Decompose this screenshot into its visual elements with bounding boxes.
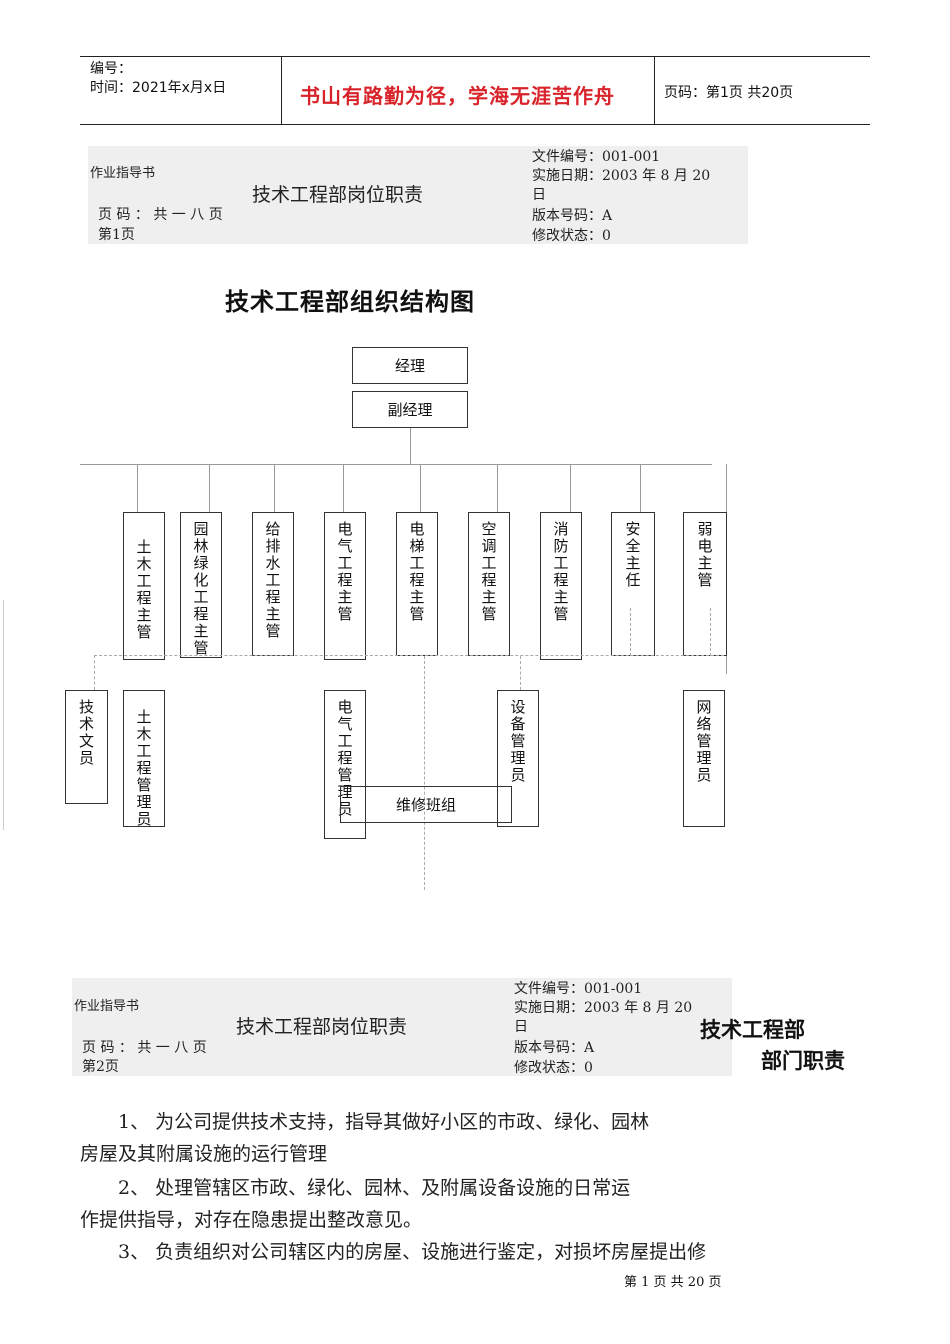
header-number: 编号： bbox=[90, 61, 132, 77]
staff-label: 土木工程管理员 bbox=[136, 708, 152, 828]
manager-box: 经理 bbox=[352, 347, 468, 384]
dept-label: 园林绿化工程主管 bbox=[193, 520, 209, 657]
dept-label: 空调工程主管 bbox=[481, 520, 497, 623]
staff-box: 技术文员 bbox=[65, 690, 108, 804]
connector bbox=[640, 464, 641, 512]
revision: 修改状态：0 bbox=[514, 1060, 593, 1076]
duty-line: 3、 负责组织对公司辖区内的房屋、设施进行鉴定，对损坏房屋提出修 bbox=[118, 1241, 707, 1263]
version: 版本号码：A bbox=[532, 208, 613, 224]
dashed-connector bbox=[520, 656, 521, 690]
dashed-connector bbox=[710, 608, 711, 656]
staff-box: 网络管理员 bbox=[683, 690, 725, 827]
header-page: 页码：第1页 共20页 bbox=[664, 85, 794, 101]
connector bbox=[497, 464, 498, 512]
dept-box: 空调工程主管 bbox=[468, 512, 510, 656]
dept-box: 园林绿化工程主管 bbox=[180, 512, 222, 658]
staff-label: 网络管理员 bbox=[696, 698, 712, 784]
dashed-connector bbox=[424, 656, 425, 890]
dept-box: 安全主任 bbox=[611, 512, 655, 656]
header-top-rule bbox=[80, 56, 870, 57]
staff-box: 设备管理员 bbox=[497, 690, 539, 827]
effective-date-cont: 日 bbox=[532, 187, 546, 203]
staff-label: 技术文员 bbox=[78, 698, 94, 767]
effective-date: 实施日期：2003 年 8 月 20 bbox=[532, 168, 711, 184]
page-no: 第1页 bbox=[98, 227, 135, 243]
dashed-connector bbox=[94, 655, 724, 656]
effective-date-cont: 日 bbox=[514, 1019, 528, 1035]
page-count: 页 码 ： 共 一 八 页 bbox=[82, 1040, 207, 1056]
staff-label: 设备管理员 bbox=[510, 698, 526, 784]
connector bbox=[420, 464, 421, 512]
duty-line: 2、 处理管辖区市政、绿化、园林、及附属设备设施的日常运 bbox=[118, 1177, 631, 1199]
doc-title: 技术工程部岗位职责 bbox=[252, 184, 424, 206]
dept-box: 消防工程主管 bbox=[540, 512, 582, 660]
doc-title: 技术工程部岗位职责 bbox=[236, 1016, 408, 1038]
manual-label: 作业指导书 bbox=[90, 166, 156, 181]
doc-header-block bbox=[88, 146, 748, 244]
header-divider bbox=[281, 56, 282, 124]
header-motto: 书山有路勤为径，学海无涯苦作舟 bbox=[300, 84, 615, 108]
dept-box: 弱电主管 bbox=[683, 512, 727, 656]
staff-box: 土木工程管理员 bbox=[123, 690, 165, 828]
dept-box: 电气工程主管 bbox=[324, 512, 366, 660]
deputy-box: 副经理 bbox=[352, 391, 468, 428]
section-heading: 部门职责 bbox=[761, 1048, 845, 1073]
connector bbox=[137, 464, 138, 512]
connector bbox=[209, 464, 210, 512]
duty-line: 作提供指导，对存在隐患提出整改意见。 bbox=[80, 1209, 423, 1231]
version: 版本号码：A bbox=[514, 1040, 595, 1056]
dept-label: 电梯工程主管 bbox=[409, 520, 425, 623]
dept-name: 技术工程部 bbox=[700, 1017, 805, 1042]
effective-date: 实施日期：2003 年 8 月 20 bbox=[514, 1000, 693, 1016]
horizontal-bus bbox=[80, 464, 712, 465]
page-count: 页 码 ： 共 一 八 页 bbox=[98, 207, 223, 223]
file-no: 文件编号：001-001 bbox=[532, 149, 661, 165]
header-divider bbox=[654, 56, 655, 124]
page-footer: 第 1 页 共 20 页 bbox=[624, 1275, 722, 1290]
connector bbox=[410, 428, 411, 464]
dept-label: 电气工程主管 bbox=[337, 520, 353, 623]
page-no: 第2页 bbox=[82, 1059, 119, 1075]
page-edge-mark bbox=[3, 600, 4, 830]
connector bbox=[343, 464, 344, 512]
duty-line: 1、 为公司提供技术支持，指导其做好小区的市政、绿化、园林 bbox=[118, 1111, 650, 1133]
dept-box: 土木工程主管 bbox=[123, 512, 165, 660]
dept-label: 土木工程主管 bbox=[136, 538, 152, 641]
dept-label: 弱电主管 bbox=[697, 520, 713, 589]
header-time: 时间：2021年x月x日 bbox=[90, 80, 227, 96]
revision: 修改状态：0 bbox=[532, 228, 611, 244]
chart-title: 技术工程部组织结构图 bbox=[225, 287, 475, 316]
duty-line: 房屋及其附属设施的运行管理 bbox=[80, 1143, 328, 1165]
dept-label: 消防工程主管 bbox=[553, 520, 569, 623]
staff-box: 电气工程管理员 bbox=[324, 690, 366, 839]
dept-label: 安全主任 bbox=[625, 520, 641, 589]
dept-box: 给排水工程主管 bbox=[252, 512, 294, 656]
doc-header-block bbox=[72, 978, 732, 1076]
dashed-connector bbox=[630, 608, 631, 656]
dept-box: 电梯工程主管 bbox=[396, 512, 438, 656]
dashed-connector bbox=[94, 655, 95, 690]
connector bbox=[570, 464, 571, 512]
file-no: 文件编号：001-001 bbox=[514, 981, 643, 997]
staff-label: 电气工程管理员 bbox=[337, 698, 353, 818]
manual-label: 作业指导书 bbox=[74, 999, 140, 1014]
connector bbox=[274, 464, 275, 512]
header-bottom-rule bbox=[80, 124, 870, 125]
maintenance-team-box: 维修班组 bbox=[340, 786, 512, 823]
dept-label: 给排水工程主管 bbox=[265, 520, 281, 640]
